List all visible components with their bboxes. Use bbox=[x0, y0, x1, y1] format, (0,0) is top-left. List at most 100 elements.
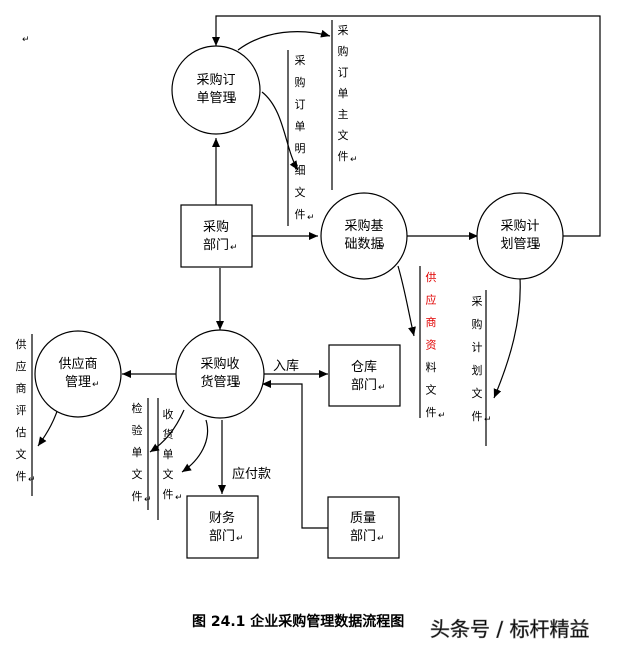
flow-label-warehouse-in: 入库 bbox=[273, 358, 299, 374]
flow-lines bbox=[37, 15, 601, 529]
store-char-supplier-file: 料 bbox=[426, 360, 437, 374]
store-char-supplier-eval: 件 bbox=[16, 470, 27, 483]
store-char-order-detail: 文 bbox=[295, 185, 306, 199]
para-mark: ↵ bbox=[534, 242, 542, 252]
store-char-supplier-eval: 供 bbox=[16, 337, 27, 351]
para-mark: ↵ bbox=[175, 493, 183, 503]
circle-supplier-mgmt bbox=[34, 330, 122, 418]
store-char-inspection-file: 单 bbox=[132, 446, 143, 459]
node-label-line: 部门 bbox=[209, 529, 235, 544]
store-char-order-detail: 购 bbox=[295, 75, 306, 89]
para-mark-top: ↵ bbox=[22, 35, 30, 45]
store-char-order-detail: 订 bbox=[295, 98, 306, 111]
store-char-order-main: 单 bbox=[338, 87, 349, 100]
para-mark: ↵ bbox=[28, 475, 36, 485]
para-mark: ↵ bbox=[236, 534, 244, 544]
store-char-plan-file: 件 bbox=[472, 410, 483, 423]
node-label-supplier-mgmt: 供应商管理 bbox=[58, 356, 97, 390]
node-label-warehouse-dept: 仓库部门 bbox=[351, 359, 377, 393]
store-char-order-main: 采 bbox=[338, 24, 349, 37]
node-label-basic-data: 采购基础数据 bbox=[344, 218, 383, 252]
store-char-order-main: 订 bbox=[338, 66, 349, 79]
store-char-supplier-eval: 商 bbox=[16, 381, 27, 395]
store-char-supplier-file: 供 bbox=[426, 270, 437, 284]
node-label-line: 供应商 bbox=[58, 356, 97, 372]
node-label-line: 货管理 bbox=[200, 374, 239, 390]
node-label-line: 质量 bbox=[350, 511, 376, 526]
node-label-line: 采购订 bbox=[196, 72, 235, 88]
store-char-plan-file: 购 bbox=[472, 317, 483, 331]
store-char-receipt-file: 件 bbox=[163, 488, 174, 501]
flow-receiving-to-inspection bbox=[149, 409, 185, 453]
store-char-order-detail: 采 bbox=[295, 54, 306, 67]
circle-basic-data bbox=[320, 192, 408, 280]
box-purchase-dept bbox=[180, 204, 253, 268]
store-char-supplier-file: 资 bbox=[426, 339, 437, 352]
node-label-line: 单管理 bbox=[196, 91, 235, 106]
store-char-order-detail: 件 bbox=[295, 208, 306, 221]
box-finance-dept bbox=[186, 495, 259, 559]
node-label-receiving-mgmt: 采购收货管理 bbox=[200, 356, 239, 390]
watermark: 头条号 / 标杆精益 bbox=[430, 617, 589, 641]
flow-label-payable: 应付款 bbox=[232, 466, 271, 482]
para-mark: ↵ bbox=[378, 242, 386, 252]
node-label-line: 础数据 bbox=[344, 237, 383, 252]
store-char-supplier-file: 应 bbox=[426, 293, 437, 307]
node-labels: 采购订单管理↵采购部门↵采购基础数据↵采购计划管理↵供应商管理↵采购收货管理↵仓… bbox=[58, 72, 541, 544]
node-label-line: 仓库 bbox=[351, 359, 377, 375]
para-mark: ↵ bbox=[92, 380, 100, 390]
node-label-plan-mgmt: 采购计划管理 bbox=[500, 218, 539, 252]
store-char-supplier-file: 文 bbox=[426, 383, 437, 397]
box-warehouse-dept bbox=[328, 344, 401, 407]
store-char-receipt-file: 单 bbox=[163, 448, 174, 461]
para-mark: ↵ bbox=[378, 383, 386, 393]
store-char-order-main: 件 bbox=[338, 150, 349, 163]
store-char-inspection-file: 文 bbox=[132, 467, 143, 481]
store-char-inspection-file: 检 bbox=[132, 401, 143, 415]
flow-order-to-mainfile bbox=[237, 29, 331, 51]
store-bars bbox=[31, 20, 487, 520]
store-char-order-main: 购 bbox=[338, 44, 349, 58]
store-char-supplier-file: 商 bbox=[426, 315, 437, 329]
box-quality-dept bbox=[327, 496, 400, 559]
flow-order-to-detailfile bbox=[261, 91, 299, 171]
node-label-finance-dept: 财务部门 bbox=[209, 510, 235, 544]
store-char-order-main: 主 bbox=[338, 108, 349, 121]
para-mark: ↵ bbox=[230, 243, 238, 253]
store-char-plan-file: 划 bbox=[472, 364, 483, 377]
para-mark: ↵ bbox=[230, 96, 238, 106]
node-label-line: 管理 bbox=[65, 375, 91, 390]
store-labels: 采购订单主文件↵采购订单明细文件↵供应商资料文件↵采购计划文件↵供应商评估文件↵… bbox=[16, 24, 492, 505]
flow-basic-to-supplierfile bbox=[397, 265, 416, 337]
store-char-receipt-file: 收 bbox=[163, 407, 174, 421]
para-mark: ↵ bbox=[438, 411, 446, 421]
node-label-line: 采购 bbox=[203, 219, 229, 235]
store-char-order-detail: 细 bbox=[295, 164, 306, 177]
para-mark: ↵ bbox=[350, 155, 358, 165]
node-label-line: 财务 bbox=[209, 510, 235, 526]
node-label-line: 采购收 bbox=[200, 356, 239, 372]
node-label-purchase-dept: 采购部门 bbox=[203, 219, 229, 253]
store-char-supplier-eval: 文 bbox=[16, 447, 27, 461]
circle-order-mgmt bbox=[171, 45, 261, 135]
entity-boxes bbox=[180, 204, 401, 559]
store-char-plan-file: 文 bbox=[472, 386, 483, 400]
loop-plan-to-order bbox=[212, 15, 601, 237]
circle-plan-mgmt bbox=[476, 192, 564, 280]
store-char-supplier-file: 件 bbox=[426, 406, 437, 419]
store-char-supplier-eval: 估 bbox=[16, 426, 27, 439]
flow-plan-to-planfile bbox=[493, 277, 521, 399]
store-char-plan-file: 采 bbox=[472, 295, 483, 308]
para-mark: ↵ bbox=[377, 534, 385, 544]
para-mark: ↵ bbox=[307, 213, 315, 223]
store-char-receipt-file: 文 bbox=[163, 467, 174, 481]
flow-quality-to-receiving bbox=[262, 380, 328, 529]
process-circles bbox=[34, 45, 564, 419]
node-label-quality-dept: 质量部门 bbox=[350, 511, 376, 544]
node-label-line: 部门 bbox=[203, 238, 229, 253]
node-label-order-mgmt: 采购订单管理 bbox=[196, 72, 235, 106]
para-mark: ↵ bbox=[234, 380, 242, 390]
store-char-supplier-eval: 应 bbox=[16, 359, 27, 373]
store-char-supplier-eval: 评 bbox=[16, 404, 27, 417]
